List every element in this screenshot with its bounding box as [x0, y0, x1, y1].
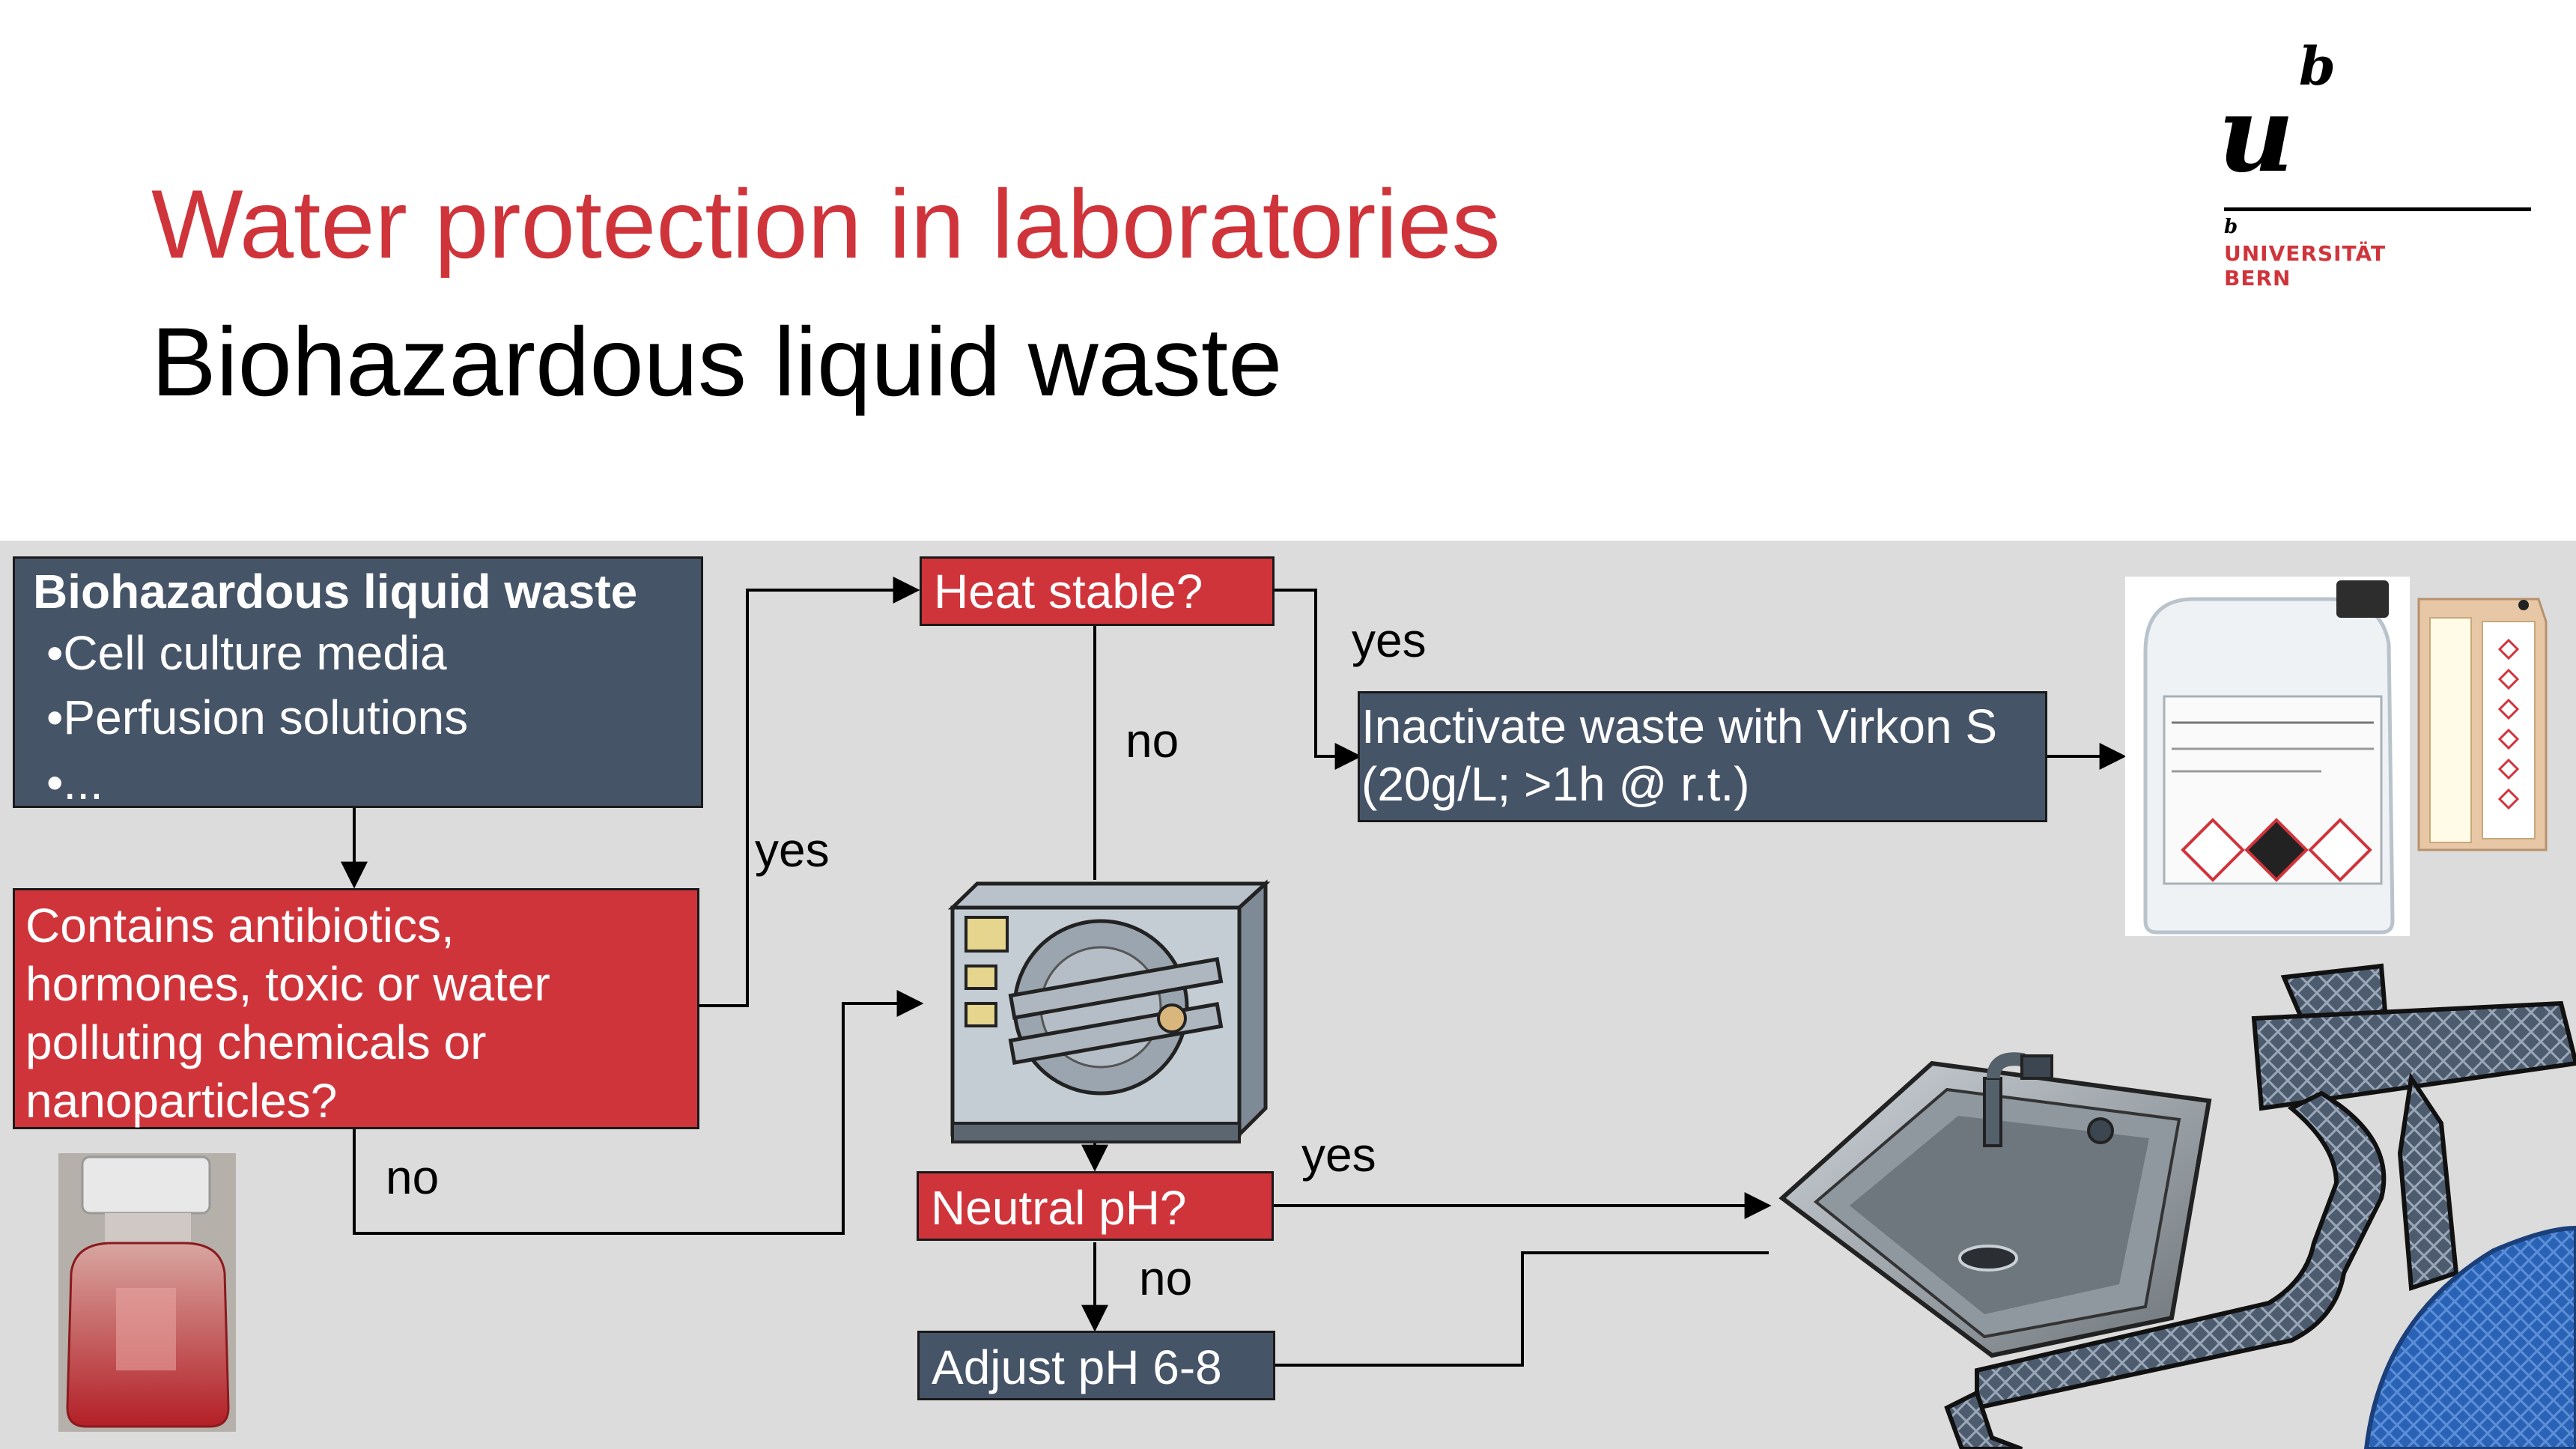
- action-adjust-box: Adjust pH 6-8: [917, 1331, 1275, 1400]
- list-item: •Cell culture media: [46, 625, 447, 680]
- action-inactivate-line1: Inactivate waste with Virkon S: [1361, 699, 1997, 753]
- logo-small-b: b: [2224, 216, 2238, 238]
- hazard-tag-image: [2417, 598, 2548, 851]
- question-chemicals-box: Contains antibiotics, hormones, toxic or…: [13, 888, 699, 1129]
- question-chemicals-text: Contains antibiotics, hormones, toxic or…: [25, 899, 550, 1128]
- start-box: Biohazardous liquid waste •Cell culture …: [13, 556, 703, 809]
- slide-title: Water protection in laboratories: [151, 169, 1501, 279]
- logo-mark: u: [2218, 73, 2294, 196]
- logo-university-text: UNIVERSITÄT: [2224, 241, 2387, 266]
- university-logo: u b b UNIVERSITÄT BERN: [2209, 30, 2539, 300]
- question-heat-box: Heat stable?: [920, 556, 1275, 626]
- label-yes-ph: yes: [1301, 1128, 1376, 1182]
- start-box-list: •Cell culture media •Perfusion solutions…: [33, 621, 683, 815]
- autoclave-icon: [947, 879, 1271, 1143]
- logo-city-text: BERN: [2224, 266, 2291, 291]
- drain-pipe-illustration: [1944, 963, 2576, 1449]
- label-no-heat: no: [1126, 714, 1179, 768]
- label-yes-heat: yes: [1352, 613, 1427, 667]
- list-item: •...: [46, 755, 103, 809]
- logo-mark-sup: b: [2299, 35, 2336, 97]
- arrow-heat-yes-to-inactivate: [1273, 589, 1362, 770]
- connector-lines: [341, 577, 2127, 1367]
- canister-image: [2125, 577, 2410, 936]
- action-inactivate-line2: (20g/L; >1h @ r.t.): [1361, 756, 1750, 811]
- sink-icon: [1778, 1052, 2212, 1358]
- arrow-no-to-autoclave: [353, 990, 924, 1235]
- label-yes-chemicals: yes: [755, 823, 830, 877]
- logo-rule: [2224, 207, 2531, 211]
- label-no-ph: no: [1139, 1251, 1193, 1305]
- action-inactivate-box: Inactivate waste with Virkon S (20g/L; >…: [1358, 691, 2047, 822]
- question-ph-box: Neutral pH?: [917, 1171, 1274, 1241]
- slide-subtitle: Biohazardous liquid waste: [151, 307, 1283, 416]
- list-item: •Perfusion solutions: [46, 690, 469, 745]
- start-box-heading: Biohazardous liquid waste: [33, 565, 638, 619]
- label-no-chemicals: no: [386, 1150, 440, 1204]
- flask-image: [58, 1153, 236, 1432]
- arrow-yes-to-heat: [699, 577, 920, 1007]
- question-ph-text: Neutral pH?: [931, 1181, 1187, 1235]
- action-adjust-text: Adjust pH 6-8: [932, 1340, 1222, 1394]
- line-adjust-to-sink: [1275, 1251, 1769, 1367]
- question-heat-text: Heat stable?: [934, 565, 1203, 619]
